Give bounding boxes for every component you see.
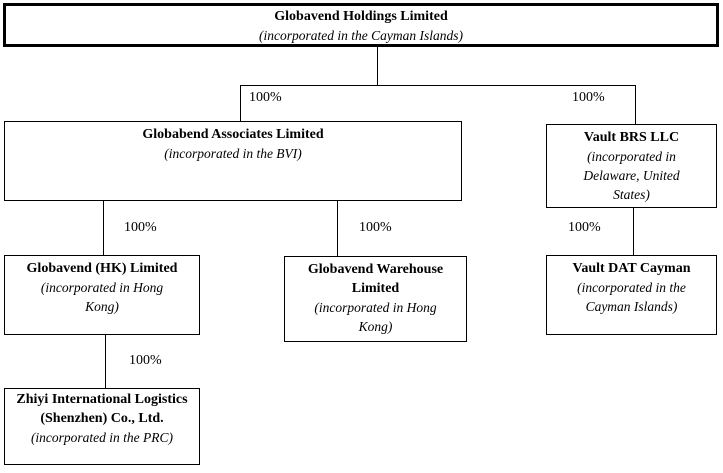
connector-line [377,47,378,85]
org-node-globavend-hk: Globavend (HK) Limited (incorporated in … [4,255,200,335]
ownership-label: 100% [124,220,157,235]
org-node-holdings: Globavend Holdings Limited (incorporated… [3,3,719,47]
company-name: Globabend Associates Limited [142,127,324,142]
org-node-associates: Globabend Associates Limited (incorporat… [4,121,462,201]
ownership-label: 100% [568,220,601,235]
connector-line [105,335,106,388]
org-node-vault-brs: Vault BRS LLC (incorporated in Delaware,… [546,124,717,208]
connector-line [103,201,104,255]
company-incorporation: (incorporated in the PRC) [30,430,174,445]
connector-line [633,208,634,255]
ownership-label: 100% [129,353,162,368]
connector-line [240,85,636,86]
company-incorporation: (incorporated in Delaware, United States… [583,149,680,202]
company-incorporation: (incorporated in Hong Kong) [40,280,164,314]
ownership-label: 100% [359,220,392,235]
org-node-vault-dat: Vault DAT Cayman (incorporated in the Ca… [546,255,717,335]
company-incorporation: (incorporated in the Cayman Islands) [259,28,463,43]
ownership-label: 100% [572,90,605,105]
company-incorporation: (incorporated in Hong Kong) [314,300,437,334]
company-name: Vault BRS LLC [583,130,680,145]
company-name: Globavend Holdings Limited [274,9,448,24]
company-incorporation: (incorporated in the BVI) [164,146,302,161]
company-name: Vault DAT Cayman [572,261,691,276]
company-name: Globavend Warehouse Limited [307,262,444,296]
company-incorporation: (incorporated in the Cayman Islands) [577,280,686,314]
connector-line [635,85,636,124]
org-node-warehouse: Globavend Warehouse Limited (incorporate… [284,256,467,342]
org-node-zhiyi: Zhiyi International Logistics (Shenzhen)… [4,388,200,465]
company-name: Globavend (HK) Limited [26,261,178,276]
ownership-label: 100% [249,90,282,105]
connector-line [240,85,241,121]
company-name: Zhiyi International Logistics (Shenzhen)… [16,392,188,426]
connector-line [337,201,338,256]
